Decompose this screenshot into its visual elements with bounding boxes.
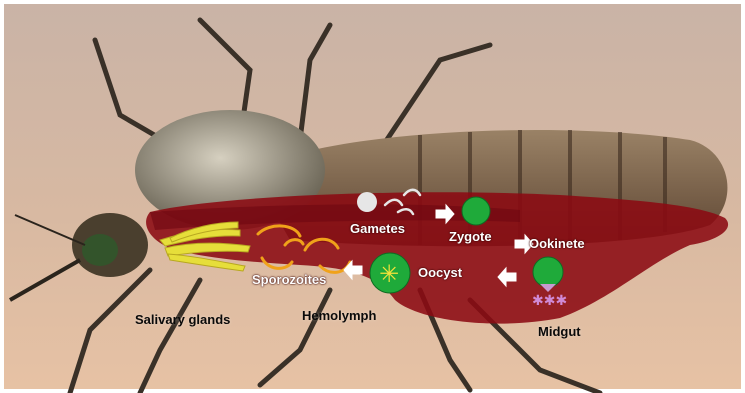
asterisk-burst-icon: ✳	[379, 260, 399, 288]
ookinete-cell	[533, 257, 563, 287]
hemolymph-label: Hemolymph	[302, 308, 376, 323]
ookinete-label: Ookinete	[529, 236, 585, 251]
zygote-label: Zygote	[449, 229, 492, 244]
oocyst-label: Oocyst	[418, 265, 462, 280]
ookinete-asterisks: ✱✱✱	[532, 293, 567, 309]
salivary-glands-label: Salivary glands	[135, 312, 230, 327]
gametes-label: Gametes	[350, 221, 405, 236]
sporozoites-label: Sporozoites	[252, 272, 326, 287]
gamete-female	[357, 192, 377, 212]
zygote-cell	[462, 197, 490, 225]
midgut-label: Midgut	[538, 324, 581, 339]
